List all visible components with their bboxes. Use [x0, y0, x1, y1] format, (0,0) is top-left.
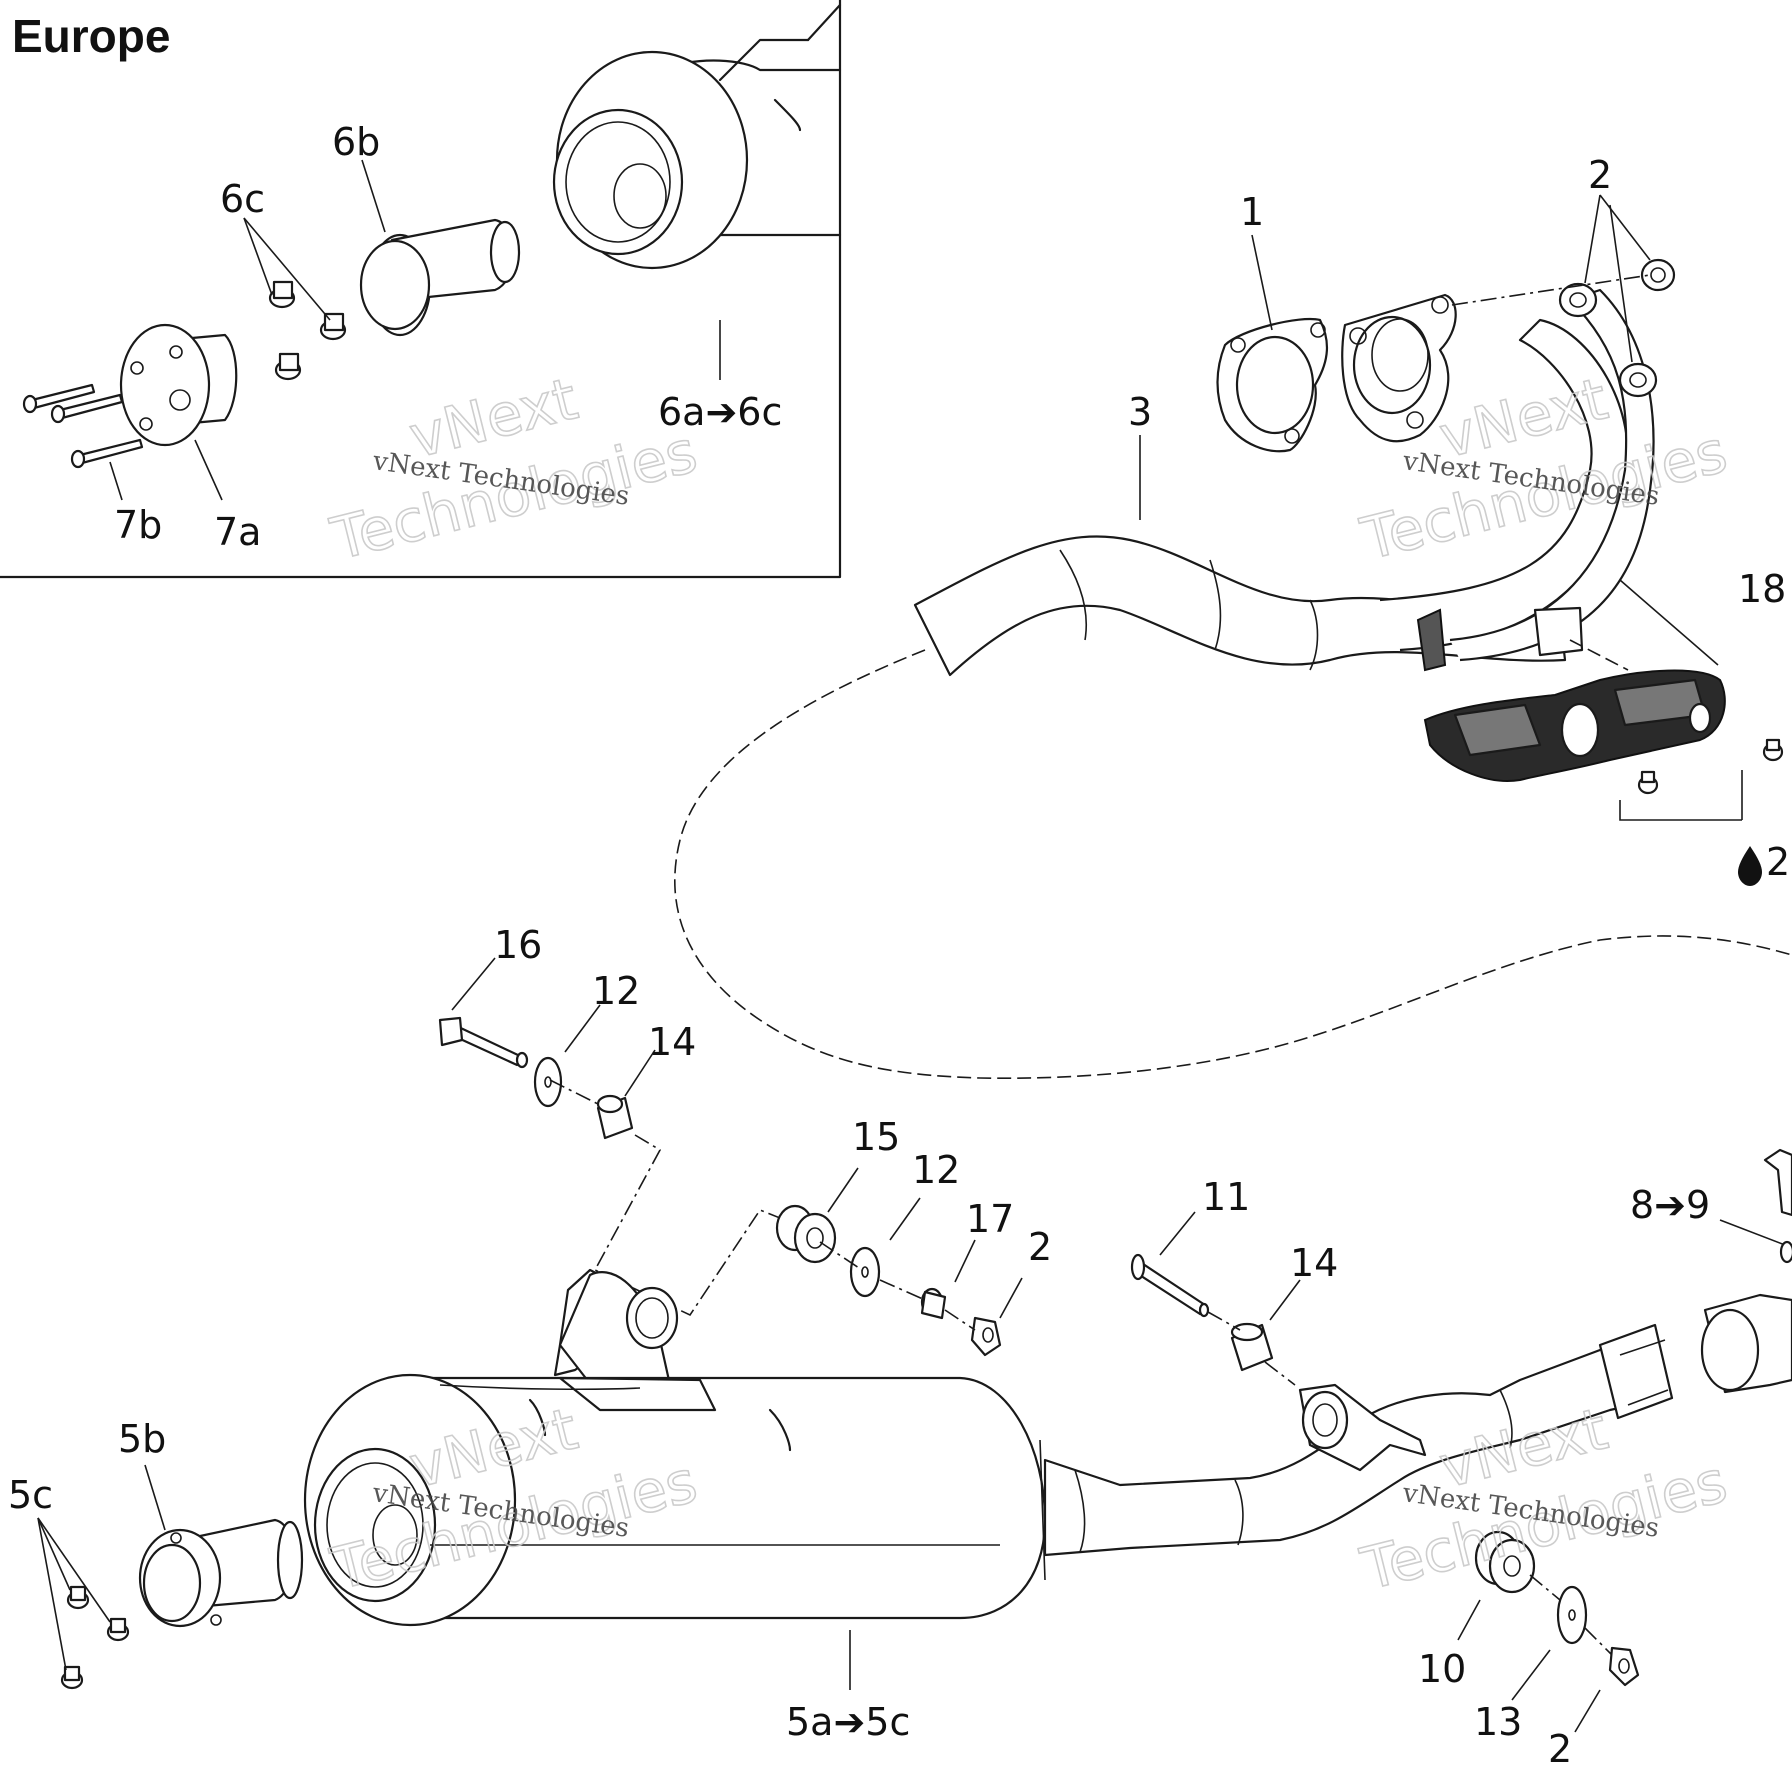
loctite-drop-icon	[1738, 846, 1762, 886]
callout-8-9: 8➔9	[1630, 1183, 1710, 1227]
callout-10: 10	[1418, 1647, 1466, 1691]
callout-1: 1	[1240, 190, 1264, 234]
part-2-nut-mid	[970, 1277, 1023, 1357]
part-5a-muffler	[303, 1268, 1047, 1627]
assembly-line-10-2	[1529, 1574, 1613, 1656]
part-17-sleeve	[920, 1239, 976, 1320]
label-6b: 6b	[332, 120, 380, 164]
assembly-line-11	[1207, 1311, 1296, 1386]
watermark-group: vNext Technologies vNext Technologies vN…	[324, 364, 1735, 1605]
part-15-grommet	[775, 1167, 859, 1264]
label-7a: 7a	[214, 510, 261, 554]
callout-2-top: 2	[1588, 153, 1612, 197]
callout-labels: 1 2 3 18 20 16 12 14 15 12 17 2 11 14 8➔…	[8, 153, 1792, 1771]
part-header-flange	[1341, 293, 1457, 443]
part-3-header-pipe	[913, 288, 1655, 677]
inset-title: Europe	[12, 10, 170, 62]
callout-17: 17	[966, 1197, 1014, 1241]
routing-dashed-line	[674, 649, 1792, 1080]
part-6b-spark-arrestor	[359, 218, 521, 337]
callout-2-bottom: 2	[1548, 1727, 1572, 1771]
part-2-nuts-top	[1451, 194, 1676, 398]
callout-16: 16	[494, 923, 542, 967]
callout-12-b: 12	[912, 1148, 960, 1192]
part-10-grommet	[1457, 1530, 1536, 1641]
part-2-nut-bottom	[1574, 1646, 1640, 1733]
callout-5b: 5b	[118, 1417, 166, 1461]
callout-18: 18	[1738, 567, 1786, 611]
part-5c-screws	[37, 1517, 130, 1690]
part-13-washer	[1511, 1585, 1588, 1701]
callout-5c: 5c	[8, 1473, 53, 1517]
callout-13: 13	[1474, 1700, 1522, 1744]
callout-14-b: 14	[1290, 1241, 1338, 1285]
part-11-bolt	[1130, 1211, 1210, 1318]
callout-14-a: 14	[648, 1020, 696, 1064]
part-5b-spark-arrestor	[138, 1464, 304, 1628]
label-6c: 6c	[220, 177, 265, 221]
part-14-spacer-b	[1230, 1279, 1301, 1372]
callout-2-mid: 2	[1028, 1225, 1052, 1269]
leader-1	[1251, 234, 1273, 331]
part-12-washer-a	[533, 1004, 601, 1108]
callout-3: 3	[1128, 390, 1152, 434]
part-6a-muffler-end	[552, 3, 842, 270]
callout-5a-5c: 5a➔5c	[786, 1700, 910, 1744]
part-18-heat-shield	[1423, 579, 1784, 821]
europe-inset: Europe	[0, 0, 842, 579]
part-7a-plate	[119, 323, 238, 447]
leader-6b	[361, 159, 386, 233]
part-12-washer-b	[849, 1197, 921, 1298]
part-7b-screws	[22, 383, 144, 501]
callout-20: 20	[1766, 840, 1792, 884]
part-8-9-coupler	[1700, 1148, 1792, 1394]
part-mid-pipe	[1043, 1323, 1674, 1557]
leader-7a	[194, 439, 223, 501]
label-7b: 7b	[114, 503, 162, 547]
assembly-line-15-2	[819, 1241, 976, 1331]
inset-border	[0, 0, 842, 579]
part-14-spacer-a	[596, 1049, 656, 1140]
part-16-bolt	[438, 957, 529, 1069]
label-6a-6c: 6a➔6c	[658, 390, 782, 434]
part-1-gasket	[1216, 318, 1329, 453]
callout-15: 15	[852, 1115, 900, 1159]
callout-12-a: 12	[592, 969, 640, 1013]
callout-11: 11	[1202, 1175, 1250, 1219]
part-6c-screws	[243, 217, 347, 381]
